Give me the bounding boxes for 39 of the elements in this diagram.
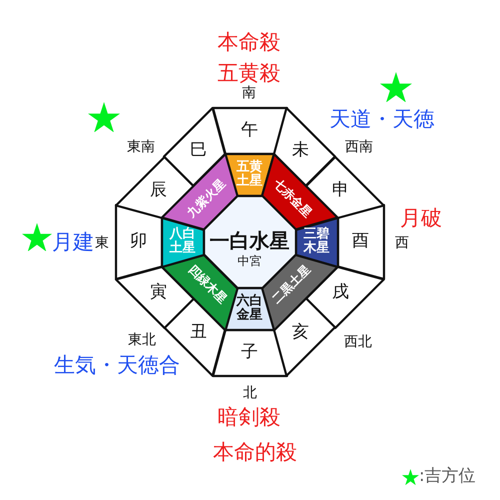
annotation-label: 本命殺 xyxy=(218,30,280,54)
direction-label: 北 xyxy=(243,384,257,402)
branch-label: 寅 xyxy=(150,283,168,303)
direction-label: 西 xyxy=(395,234,409,252)
annotation-label: 生気・天徳合 xyxy=(54,352,180,378)
branch-label: 卯 xyxy=(130,232,147,252)
annotation-label: 天道・天徳 xyxy=(330,106,434,132)
branch-label: 亥 xyxy=(292,323,309,343)
branch-label: 巳 xyxy=(190,141,208,161)
branch-label: 丑 xyxy=(190,323,208,343)
center-star-label: 一白水星 xyxy=(210,230,290,252)
direction-label: 西南 xyxy=(345,138,373,156)
legend-label: :吉方位 xyxy=(419,467,476,487)
direction-label: 東南 xyxy=(127,138,155,156)
star-name-label: 九紫火星 xyxy=(184,177,229,222)
direction-label: 西北 xyxy=(344,334,372,350)
direction-label: 南 xyxy=(242,84,256,102)
branch-label: 戌 xyxy=(332,283,349,303)
branch-label: 申 xyxy=(332,181,349,201)
branch-label: 午 xyxy=(241,121,258,141)
star-name-label: 六白金星 xyxy=(236,294,262,324)
star-name-label: 二黒土星 xyxy=(270,262,314,307)
annotation-label: 暗剣殺 xyxy=(218,404,280,430)
star-name-label: 五黄土星 xyxy=(236,160,262,190)
star-name-label: 四緑木星 xyxy=(184,262,229,307)
annotation-label: 五黄殺 xyxy=(218,60,280,86)
star-name-label: 七赤金星 xyxy=(270,177,314,222)
branch-label: 未 xyxy=(292,141,309,161)
branch-label: 辰 xyxy=(150,181,168,201)
direction-label: 東 xyxy=(95,234,109,252)
center-palace-label: 中宮 xyxy=(238,255,262,269)
annotation-label: 月破 xyxy=(400,206,442,230)
branch-label: 子 xyxy=(241,343,258,363)
star-name-label: 八白土星 xyxy=(170,228,196,256)
annotation-label: 本命的殺 xyxy=(213,440,297,464)
star-name-label: 三碧木星 xyxy=(304,228,330,256)
direction-label: 東北 xyxy=(128,332,156,348)
branch-label: 酉 xyxy=(352,232,369,252)
annotation-label: 月建 xyxy=(52,230,94,254)
